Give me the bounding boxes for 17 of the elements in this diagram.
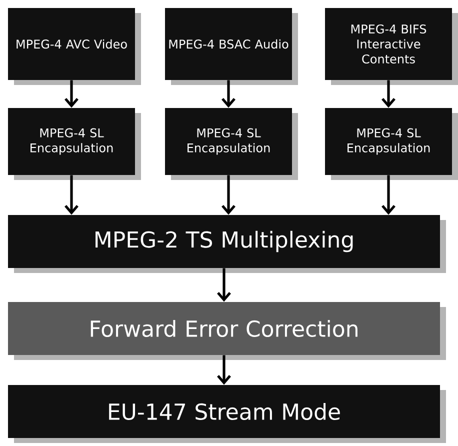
arrow [217,268,231,302]
source-box: MPEG-4 BSAC Audio [165,8,298,85]
arrow [217,355,231,385]
process-box: MPEG-4 SL Encapsulation [8,108,141,180]
source-box: MPEG-4 AVC Video [8,8,141,85]
process-box: MPEG-4 SL Encapsulation [325,108,458,180]
arrow [382,175,396,215]
process-box: Forward Error Correction [8,302,446,360]
arrow [64,80,78,108]
process-box: MPEG-2 TS Multiplexing [8,215,446,273]
process-box: MPEG-4 SL Encapsulation [165,108,298,180]
arrow [222,175,236,215]
arrow [64,175,78,215]
output-box: EU-147 Stream Mode [8,385,446,443]
arrow [382,80,396,108]
arrow [222,80,236,108]
source-box: MPEG-4 BIFS Interactive Contents [325,8,458,85]
